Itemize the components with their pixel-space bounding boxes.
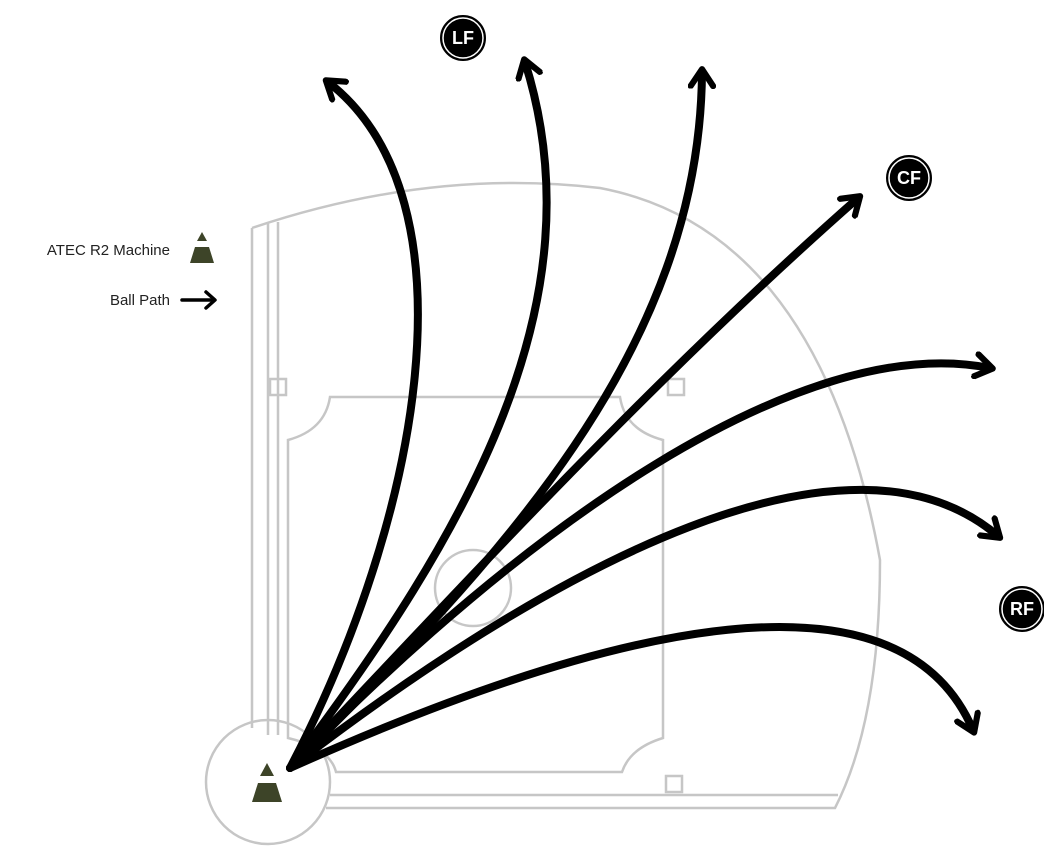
legend-cone-icon bbox=[190, 232, 214, 263]
ball-path-2 bbox=[286, 62, 551, 772]
pitchers-mound bbox=[433, 548, 513, 628]
ball-path-1 bbox=[286, 82, 422, 772]
field-outline bbox=[204, 181, 882, 846]
ball-path-7 bbox=[286, 623, 973, 772]
position-rf-badge: RF bbox=[997, 584, 1044, 634]
position-cf-badge: CF bbox=[884, 153, 934, 203]
machine-marker bbox=[252, 763, 282, 802]
legend-machine-label: ATEC R2 Machine bbox=[47, 242, 170, 259]
first-base bbox=[664, 774, 684, 794]
cone-icon bbox=[260, 763, 274, 776]
ball-path-6 bbox=[286, 485, 998, 772]
outfield-wall bbox=[250, 181, 882, 810]
ball-paths bbox=[286, 62, 998, 772]
legend-path-label: Ball Path bbox=[110, 292, 170, 309]
arrow-right-icon bbox=[180, 290, 217, 310]
ball-path-3 bbox=[286, 72, 702, 772]
second-base-right bbox=[666, 377, 686, 397]
position-cf-label: CF bbox=[897, 168, 921, 188]
cone-icon-base bbox=[252, 783, 282, 802]
infield-dirt bbox=[286, 395, 665, 774]
second-base-left bbox=[268, 377, 288, 397]
legend: ATEC R2 Machine Ball Path bbox=[47, 232, 217, 310]
position-rf-label: RF bbox=[1010, 599, 1034, 619]
left-foul-line bbox=[266, 222, 280, 735]
position-lf-badge: LF bbox=[438, 13, 488, 63]
ball-path-5 bbox=[286, 363, 990, 772]
position-lf-label: LF bbox=[452, 28, 474, 48]
home-plate-circle bbox=[204, 718, 332, 846]
